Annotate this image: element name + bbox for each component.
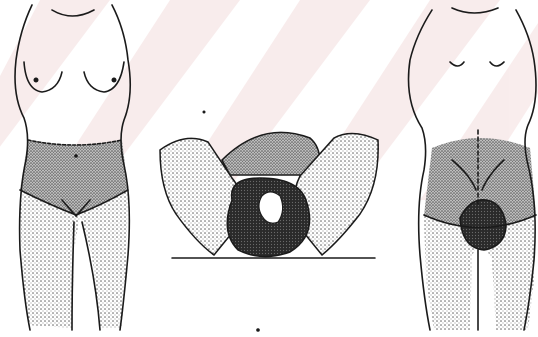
stray-dot <box>256 328 260 332</box>
